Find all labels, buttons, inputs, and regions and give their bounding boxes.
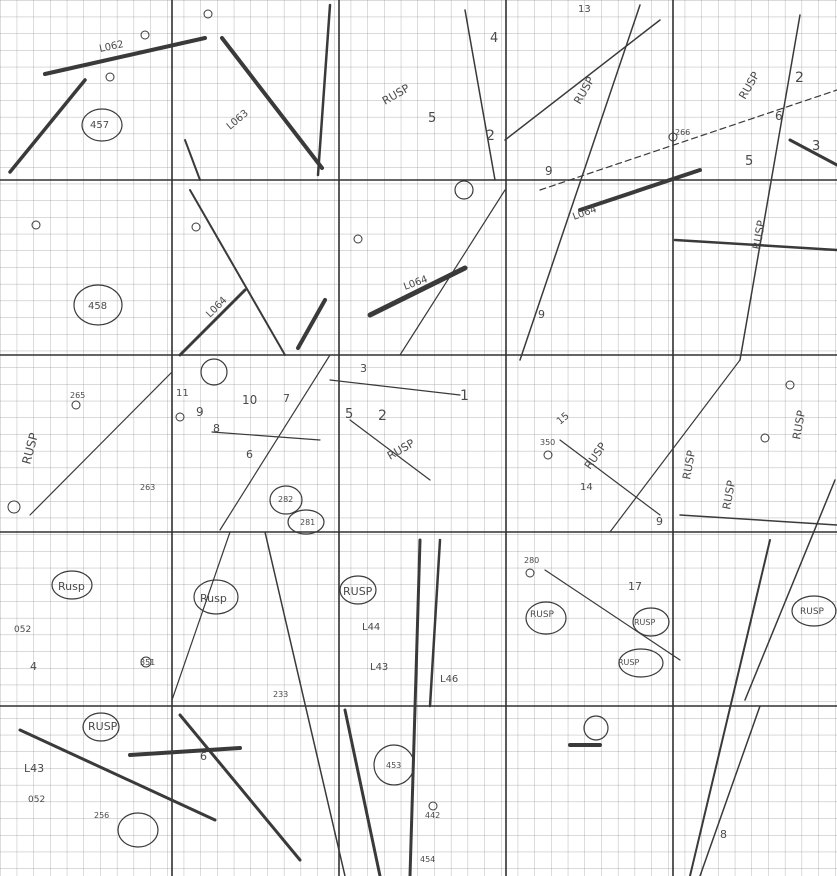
annotation: 282 [278, 495, 293, 504]
annotation: 265 [70, 391, 85, 400]
annotation: 17 [628, 580, 642, 593]
annotation: L44 [362, 622, 380, 633]
annotation: 442 [425, 811, 440, 820]
annotation: 2 [378, 408, 387, 424]
annotation: 9 [656, 515, 663, 528]
annotation: L43 [24, 762, 44, 775]
annotation: 5 [745, 154, 753, 169]
annotation: 263 [140, 483, 155, 492]
annotation: 5 [428, 111, 436, 126]
annotation: 052 [28, 795, 45, 805]
annotation: 256 [94, 811, 109, 820]
annotation: RUSP [634, 618, 655, 627]
annotation: 2 [795, 70, 804, 86]
annotation: 11 [176, 388, 189, 399]
annotation: 5 [345, 407, 353, 422]
annotation: 233 [273, 690, 288, 699]
annotation: 350 [540, 438, 555, 447]
annotation: 9 [196, 405, 204, 419]
annotation: 9 [538, 308, 545, 321]
annotation: 453 [386, 761, 401, 770]
annotation: 351 [140, 658, 155, 667]
annotation: 4 [490, 31, 498, 46]
annotation: 6 [246, 448, 253, 461]
annotation: Rusp [58, 580, 85, 593]
annotation: 8 [213, 422, 220, 435]
annotation: RUSP [800, 607, 825, 617]
annotation: 6 [775, 109, 783, 123]
annotation: 10 [242, 393, 257, 407]
annotation: 457 [90, 120, 109, 131]
annotation: 458 [88, 301, 107, 312]
annotation: RUSP [343, 585, 373, 598]
annotation: 052 [14, 625, 31, 635]
annotation: 9 [545, 164, 553, 178]
annotation: L46 [440, 674, 458, 685]
annotation: 280 [524, 556, 539, 565]
annotation: 454 [420, 855, 435, 864]
annotation: RUSP [530, 610, 555, 620]
annotation: 13 [578, 4, 591, 15]
annotation: 3 [812, 139, 820, 154]
annotation: 8 [720, 828, 727, 841]
annotation: 266 [675, 128, 690, 137]
annotation: 6 [200, 750, 207, 763]
annotation: 14 [580, 482, 593, 493]
annotation: 4 [30, 660, 37, 673]
annotation: RUSP [88, 720, 118, 733]
annotation: 7 [283, 392, 290, 405]
annotation: 1 [460, 388, 469, 404]
annotation: L43 [370, 662, 388, 673]
annotation: RUSP [618, 658, 639, 667]
annotation: 3 [360, 362, 367, 375]
annotation: 281 [300, 518, 315, 527]
annotation: Rusp [200, 592, 227, 605]
annotation: 2 [486, 128, 495, 144]
